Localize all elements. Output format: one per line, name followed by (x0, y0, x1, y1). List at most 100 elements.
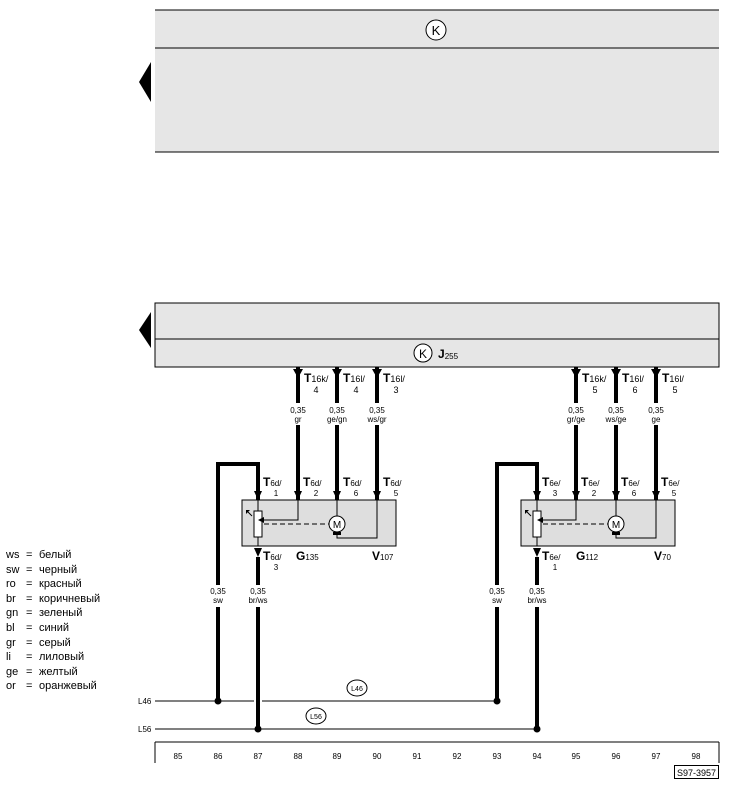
top-continuation-arrow (139, 62, 151, 102)
potentiometer-icon (253, 510, 263, 538)
pin-number: 2 (314, 489, 319, 498)
legend-code: bl (6, 621, 15, 634)
legend-eq: = (26, 607, 33, 620)
wire-color: ge (652, 415, 661, 424)
connector-pin: 6 (632, 385, 637, 395)
wire-label-bg (485, 585, 509, 607)
legend-eq: = (26, 665, 33, 678)
wire-gauge: 0,35 (369, 406, 385, 415)
bus-tag-l56 (305, 707, 327, 725)
middle-unit-symbol-circle (413, 343, 433, 363)
legend-row: ge=желтый (6, 665, 100, 680)
legend-row: gr=серый (6, 636, 100, 651)
junction-dot (214, 697, 222, 705)
track-number: 92 (453, 752, 462, 761)
component-body (241, 499, 397, 547)
pin-label: T6e/ (661, 475, 680, 489)
wire-gauge: 0,35 (329, 406, 345, 415)
legend-name: синий (39, 621, 70, 634)
legend-name: коричневый (39, 592, 101, 605)
pin-label: T6e/ (621, 475, 640, 489)
pin-arrow (372, 369, 382, 378)
track-number: 93 (493, 752, 502, 761)
track-number: 86 (214, 752, 223, 761)
bus-tag-l46 (346, 679, 368, 697)
legend-code: li (6, 651, 11, 664)
bus-label-l56: L56 (138, 725, 152, 734)
pin-label: T6d/ (263, 475, 282, 489)
wire-label-bg (561, 403, 591, 425)
motor-lead-return (336, 500, 378, 539)
climatronic-control-unit: K J255 (139, 302, 720, 368)
pin-label: T6e/ (542, 475, 561, 489)
legend-row: br=коричневый (6, 592, 100, 607)
legend-row: ro=красный (6, 577, 100, 592)
pin-arrow (533, 548, 541, 557)
wire-label-bg (245, 585, 272, 607)
wire-gauge: 0,35 (529, 587, 545, 596)
pin-number: 6 (354, 489, 359, 498)
connector-pins-j255: T16k/ 4 T16l/ 4 T16l/ 3 T16k/ 5 T16l/ 6 … (286, 367, 684, 500)
adjust-arrow-head (246, 510, 250, 514)
junction-dot (533, 725, 541, 733)
connector-pin: 3 (393, 385, 398, 395)
track-number: 97 (652, 752, 661, 761)
connector-pin: 4 (353, 385, 358, 395)
wire-gauge: 0,35 (250, 587, 266, 596)
pin-label: T6d/ (383, 475, 402, 489)
motor-name: V70 (654, 549, 671, 563)
pin-number: 3 (553, 489, 558, 498)
component-body (520, 499, 676, 547)
pin-label: T6e/ (542, 549, 561, 563)
connector-pin: 4 (313, 385, 318, 395)
connector-label: T16l/ (622, 371, 644, 385)
wire-color: sw (213, 596, 223, 605)
legend-name: красный (39, 578, 82, 591)
wire-label-bg (286, 403, 310, 425)
wire-color: sw (492, 596, 502, 605)
pin-label: T6d/ (343, 475, 362, 489)
pin-arrow (293, 369, 303, 378)
connector-label: T16k/ (582, 371, 607, 385)
legend-row: sw=черный (6, 563, 100, 578)
sensor-name: G135 (296, 549, 319, 563)
wire-gauge: 0,35 (210, 587, 226, 596)
legend-code: sw (6, 563, 20, 576)
connector-pin: 5 (672, 385, 677, 395)
connector-label: T16l/ (343, 371, 365, 385)
pin-arrow (652, 491, 660, 500)
pin-number: 1 (274, 489, 279, 498)
middle-continuation-arrow (139, 312, 151, 348)
junction-dot (254, 725, 262, 733)
bus-tag-l56-text: L56 (310, 714, 322, 721)
motor-brush (333, 532, 341, 535)
pin-number: 5 (672, 489, 677, 498)
connector-pin: 5 (592, 385, 597, 395)
legend-eq: = (26, 563, 33, 576)
track-number: 98 (692, 752, 701, 761)
legend-row: gn=зеленый (6, 606, 100, 621)
adjust-mark (247, 511, 253, 517)
middle-unit-code: J255 (438, 347, 459, 361)
connector-label: T16l/ (383, 371, 405, 385)
buses: L46 L46 L56 L56 (138, 679, 541, 734)
component-g135-v107: M T6d/ 1 T6d/ 2 T6d/ 6 T6d/ 5 T6d/ 3 G13… (241, 475, 402, 572)
top-unit-symbol-circle (425, 19, 447, 41)
legend-code: gr (6, 636, 16, 649)
adjust-mark (526, 511, 532, 517)
legend-row: bl=синий (6, 621, 100, 636)
legend-row: li=лиловый (6, 650, 100, 665)
legend-code: ws (6, 549, 20, 561)
pin-arrow (572, 491, 580, 500)
junction-dot (493, 697, 501, 705)
legend-code: br (6, 592, 16, 605)
wire-gauge: 0,35 (568, 406, 584, 415)
pin-arrow (611, 369, 621, 378)
legend-row: ws=белый (6, 548, 100, 563)
drawing-reference: S97-3957 (674, 765, 719, 779)
track-number: 95 (572, 752, 581, 761)
legend-code: or (6, 680, 16, 693)
wire-label-bg (524, 585, 551, 607)
wire-color: gr (294, 415, 301, 424)
